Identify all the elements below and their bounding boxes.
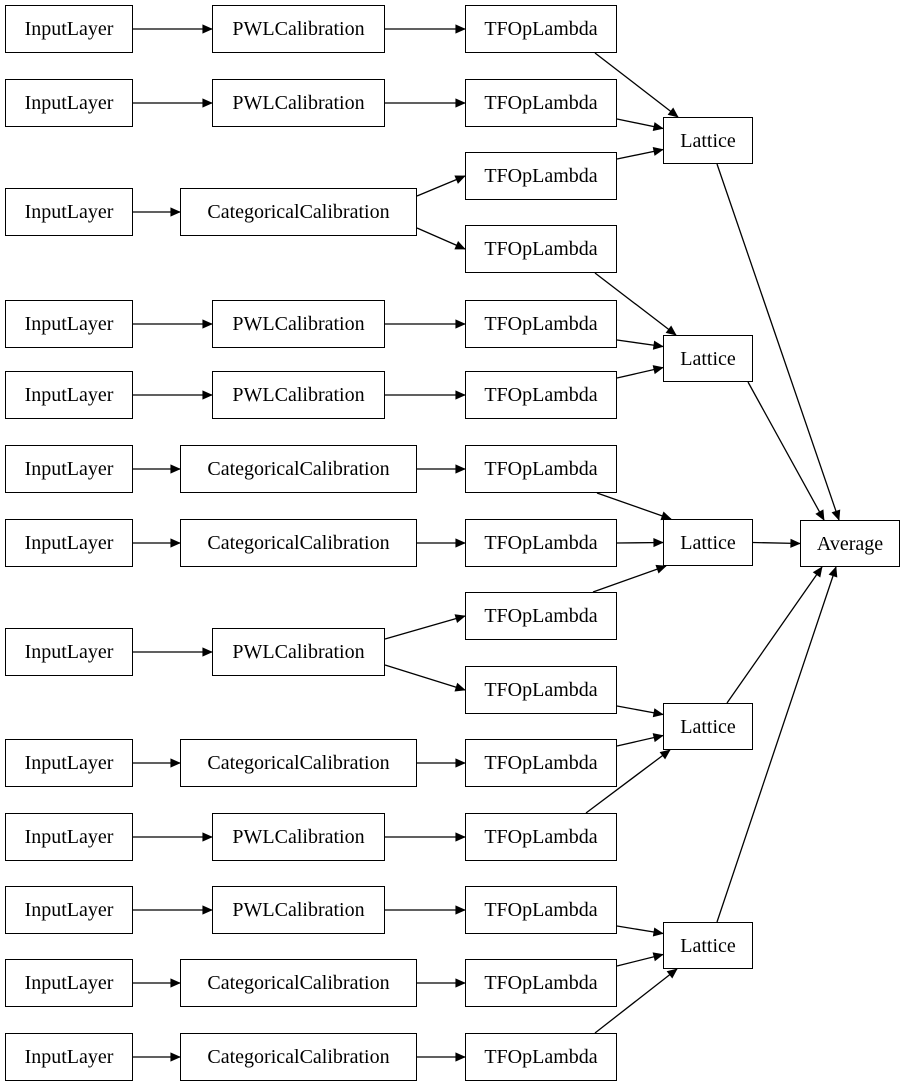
edge-ccal_r4-to-tfop_r5 — [416, 227, 466, 250]
node-tfop_r8: TFOpLambda — [465, 371, 617, 419]
node-lat5: Lattice — [663, 922, 753, 969]
node-tfop_r16: TFOpLambda — [465, 886, 617, 934]
node-lat4: Lattice — [663, 703, 753, 750]
node-il_r12: InputLayer — [5, 628, 133, 676]
node-ccal_r14: CategoricalCalibration — [180, 739, 417, 787]
node-il_r2: InputLayer — [5, 79, 133, 127]
node-pwl_r16: PWLCalibration — [212, 886, 385, 934]
edge-tfop_r11-to-lat3 — [592, 564, 667, 593]
node-tfop_r2: TFOpLambda — [465, 79, 617, 127]
edge-tfop_r10-to-lat3 — [616, 538, 664, 548]
edge-tfop_r9-to-lat3 — [596, 492, 672, 521]
edge-tfop_r2-to-lat1 — [616, 118, 664, 132]
node-lat2: Lattice — [663, 335, 753, 382]
node-il_r17: InputLayer — [5, 959, 133, 1007]
edge-tfop_r15-to-lat4 — [585, 749, 671, 814]
edge-pwl_r12-to-tfop_r13 — [384, 664, 466, 692]
node-il_r8: InputLayer — [5, 371, 133, 419]
node-ccal_r4: CategoricalCalibration — [180, 188, 417, 236]
node-il_r10: InputLayer — [5, 519, 133, 567]
node-il_r9: InputLayer — [5, 445, 133, 493]
node-tfop_r9: TFOpLambda — [465, 445, 617, 493]
node-il_r14: InputLayer — [5, 739, 133, 787]
edge-tfop_r18-to-lat5 — [594, 968, 678, 1034]
node-ccal_r18: CategoricalCalibration — [180, 1033, 417, 1081]
node-il_r16: InputLayer — [5, 886, 133, 934]
edge-tfop_r16-to-lat5 — [616, 925, 664, 937]
node-tfop_r17: TFOpLambda — [465, 959, 617, 1007]
node-tfop_r15: TFOpLambda — [465, 813, 617, 861]
node-ccal_r9: CategoricalCalibration — [180, 445, 417, 493]
edge-lat4-to-avg — [726, 566, 823, 704]
node-pwl_r2: PWLCalibration — [212, 79, 385, 127]
node-tfop_r11: TFOpLambda — [465, 592, 617, 640]
edge-lat3-to-avg — [752, 538, 801, 548]
edge-tfop_r3-to-lat1 — [616, 146, 664, 160]
node-il_r4: InputLayer — [5, 188, 133, 236]
edge-lat2-to-avg — [747, 381, 825, 521]
edge-tfop_r14-to-lat4 — [616, 733, 664, 747]
node-tfop_r18: TFOpLambda — [465, 1033, 617, 1081]
node-pwl_r12: PWLCalibration — [212, 628, 385, 676]
edge-tfop_r8-to-lat2 — [616, 365, 664, 379]
edge-lat1-to-avg — [716, 163, 841, 521]
node-avg: Average — [800, 520, 900, 567]
node-il_r6: InputLayer — [5, 300, 133, 348]
edge-tfop_r13-to-lat4 — [616, 705, 664, 718]
node-pwl_r6: PWLCalibration — [212, 300, 385, 348]
edge-tfop_r17-to-lat5 — [616, 952, 664, 967]
node-lat3: Lattice — [663, 519, 753, 566]
edge-pwl_r12-to-tfop_r11 — [384, 614, 466, 640]
node-pwl_r15: PWLCalibration — [212, 813, 385, 861]
edge-lat5-to-avg — [716, 566, 838, 923]
node-ccal_r10: CategoricalCalibration — [180, 519, 417, 567]
node-tfop_r13: TFOpLambda — [465, 666, 617, 714]
edge-tfop_r6-to-lat2 — [616, 339, 664, 350]
edge-ccal_r4-to-tfop_r3 — [416, 175, 466, 197]
node-il_r18: InputLayer — [5, 1033, 133, 1081]
node-tfop_r3: TFOpLambda — [465, 152, 617, 200]
node-il_r1: InputLayer — [5, 5, 133, 53]
node-tfop_r5: TFOpLambda — [465, 225, 617, 273]
node-tfop_r10: TFOpLambda — [465, 519, 617, 567]
node-tfop_r14: TFOpLambda — [465, 739, 617, 787]
node-lat1: Lattice — [663, 117, 753, 164]
edge-tfop_r5-to-lat2 — [594, 272, 677, 336]
node-pwl_r8: PWLCalibration — [212, 371, 385, 419]
node-tfop_r6: TFOpLambda — [465, 300, 617, 348]
node-pwl_r1: PWLCalibration — [212, 5, 385, 53]
node-ccal_r17: CategoricalCalibration — [180, 959, 417, 1007]
node-tfop_r1: TFOpLambda — [465, 5, 617, 53]
edge-tfop_r1-to-lat1 — [594, 52, 679, 118]
node-il_r15: InputLayer — [5, 813, 133, 861]
